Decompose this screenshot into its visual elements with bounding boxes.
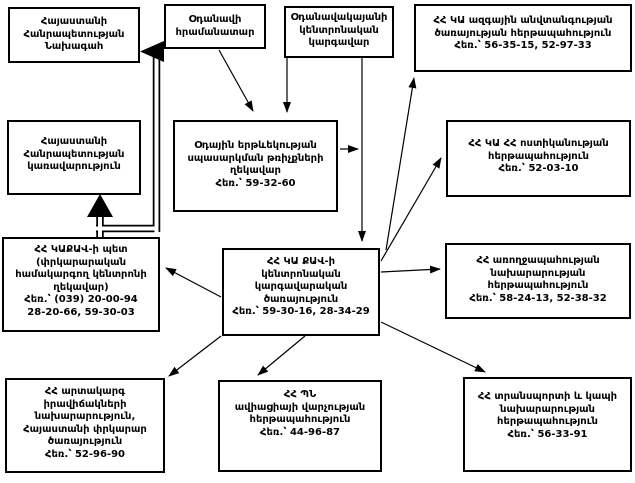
arrow-central-to-nss bbox=[385, 77, 417, 251]
double-arrow-caa-chief-to-government-and-president bbox=[87, 41, 164, 243]
big-arrowhead-to-government bbox=[87, 194, 113, 217]
node-national-security-service: ՀՀ ԿԱ ազգային անվտանգության ծառայության … bbox=[414, 4, 632, 72]
arrow-central-to-transport bbox=[380, 321, 486, 373]
arrow-commander-to-atc bbox=[218, 49, 254, 112]
node-central-dispatch-service: ՀՀ ԿԱ ՔԱՎ-ի կենտրոնական կարգավարական ծառ… bbox=[222, 248, 380, 336]
arrow-central-to-police bbox=[380, 157, 442, 262]
node-police-duty: ՀՀ ԿԱ ՀՀ ոստիկանության հերթապահություն Հ… bbox=[446, 120, 631, 197]
node-health-ministry-duty: ՀՀ առողջապահության նախարարության հերթապա… bbox=[445, 243, 631, 319]
arrow-central-to-emergency bbox=[168, 335, 222, 377]
node-defense-ministry-aviation-duty: ՀՀ ՊՆ ավիացիայի վարչության հերթապահությո… bbox=[218, 380, 382, 472]
node-atc-flights-chief: Օդային երթևեկության սպասարկման թռիչքների… bbox=[173, 120, 338, 212]
node-aircraft-commander: Օդանավի հրամանատար bbox=[164, 4, 266, 49]
node-transport-ministry-duty: ՀՀ տրանսպորտի և կապի նախարարության հերթա… bbox=[463, 377, 632, 472]
arrow-central-to-health bbox=[380, 265, 441, 274]
node-president: Հայաստանի Հանրապետության Նախագահ bbox=[8, 7, 140, 63]
node-emergency-ministry-rescue-service: ՀՀ արտակարգ իրավիճակների նախարարություն,… bbox=[5, 378, 165, 473]
arrow-central-to-caa-chief bbox=[165, 267, 222, 298]
node-government: Հայաստանի Հանրապետության կառավարություն bbox=[7, 120, 141, 195]
arrow-central-to-defense bbox=[257, 335, 306, 376]
big-arrowhead-to-president bbox=[140, 41, 164, 62]
node-caa-chief: ՀՀ ԿԱՔԱՎ-ի պետ (փրկարարական համակարգող կ… bbox=[2, 237, 160, 332]
node-airport-central-dispatcher: Օդանավակայանի կենտրոնական կարգավար bbox=[284, 6, 394, 58]
